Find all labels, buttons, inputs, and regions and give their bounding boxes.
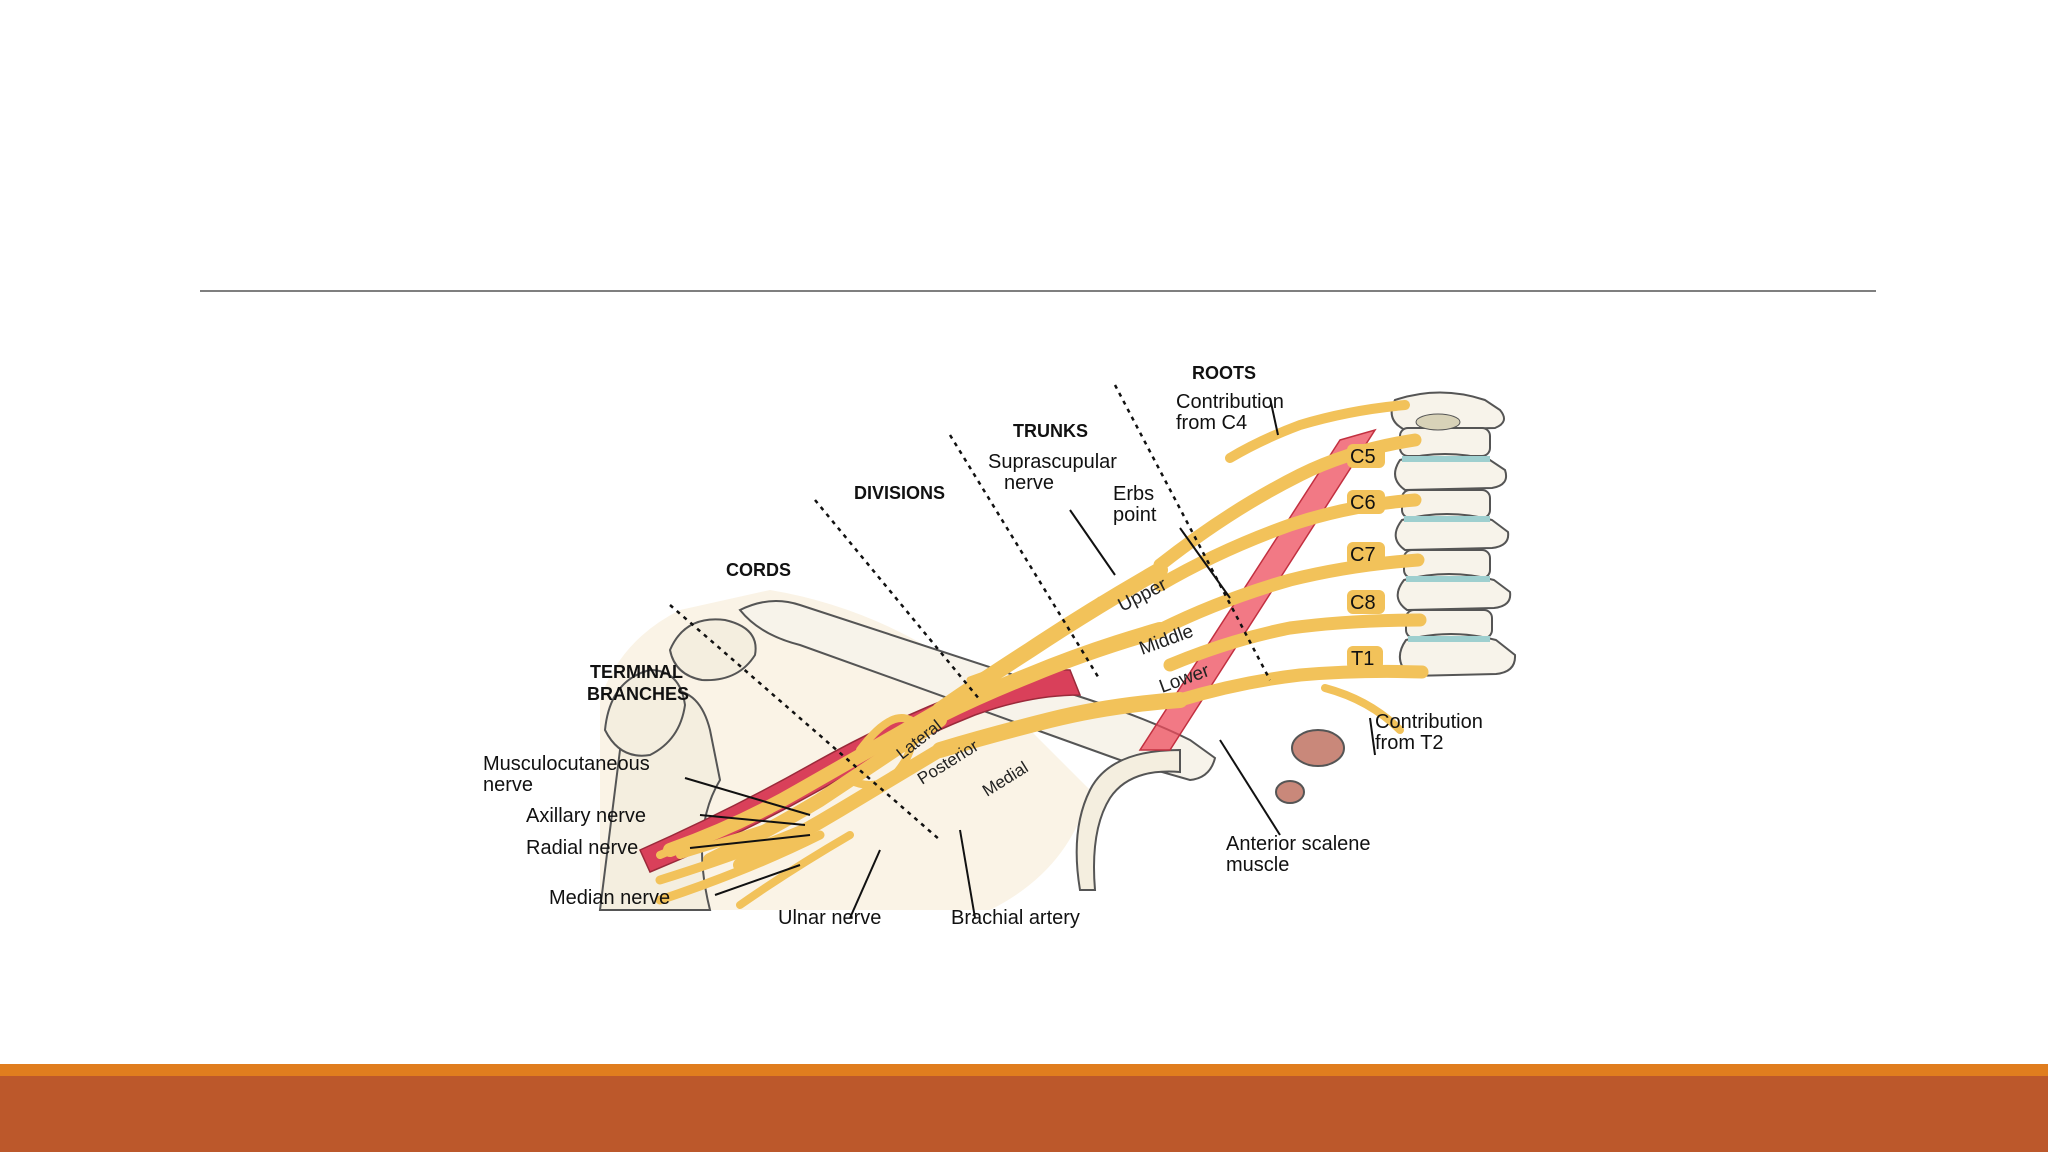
title-divider [200,290,1876,292]
intervertebral-discs [1402,456,1490,642]
scalene-label-line1: Anterior scalene [1226,833,1371,855]
terminal-header-line2: BRANCHES [587,684,689,704]
leader-lines [684,397,1376,919]
root-label-c5: C5 [1350,446,1376,468]
humeral-head-bone [603,668,687,757]
root-label-c6: C6 [1350,492,1376,514]
roots-divider [1113,384,1272,681]
musculocutaneous-branch [656,806,774,859]
medial-cord [733,743,947,872]
median-label: Median nerve [549,887,670,909]
t2-contribution-nerve [1321,684,1404,734]
musculocutaneous-label-line1: Musculocutaneous [483,753,650,775]
spinal-cord-section [1415,413,1461,431]
nerve-trunks [655,400,1429,909]
lower-trunk [932,692,1188,758]
root-label-c8: C8 [1350,592,1376,614]
ulnar-label: Ulnar nerve [778,907,881,929]
cords-divider [669,604,941,841]
c4-contribution-nerve [1225,400,1410,463]
erbs-label-line1: Erbs [1113,483,1154,505]
rib-cross-section-upper [1291,729,1345,767]
c4-label-line2: from C4 [1176,412,1247,434]
first-rib-bone [1075,748,1181,891]
erbs-label-line2: point [1113,504,1157,526]
radial-branch [655,825,805,885]
trunks-header: TRUNKS [1013,421,1088,441]
median-branch [655,830,825,905]
trunks-divider [948,434,1102,681]
scalene-label-line2: muscle [1226,854,1289,876]
c4-label-line1: Contribution [1176,391,1284,413]
brachial-plexus-diagram: ROOTS TRUNKS DIVISIONS CORDS TERMINAL BR… [470,310,1570,950]
divisions-divider [814,499,981,701]
terminal-header-line1: TERMINAL [590,662,683,682]
root-c8 [1163,613,1427,672]
t2-label-line1: Contribution [1375,711,1483,733]
suprascapular-nerve-branch [966,596,1104,684]
ulnar-branch [736,831,854,909]
plexus-loops [846,714,917,789]
t2-label-line2: from T2 [1375,732,1444,754]
section-dividers [669,384,1272,841]
divisions-header: DIVISIONS [854,483,945,503]
rib-cross-section-lower [1275,780,1305,804]
suprascapular-label-line2: nerve [1004,472,1054,494]
root-t1 [1173,664,1429,707]
musculocutaneous-label-line2: nerve [483,774,533,796]
footer-accent-stripe [0,1064,2048,1076]
root-label-c7: C7 [1350,544,1376,566]
roots-header: ROOTS [1192,363,1256,383]
root-label-t1: T1 [1351,648,1374,670]
diagram-svg: ROOTS TRUNKS DIVISIONS CORDS TERMINAL BR… [483,363,1517,929]
suprascapular-label-line1: Suprascupular [988,451,1117,473]
brachial-artery-label: Brachial artery [951,907,1080,929]
axillary-label: Axillary nerve [526,805,646,827]
radial-label: Radial nerve [526,837,638,859]
middle-trunk [932,622,1168,723]
root-labels: C5 C6 C7 C8 T1 [1347,444,1385,670]
axillary-branch [676,816,794,859]
cords-header: CORDS [726,560,791,580]
footer-band [0,1076,2048,1152]
acromion-bone [668,618,757,682]
